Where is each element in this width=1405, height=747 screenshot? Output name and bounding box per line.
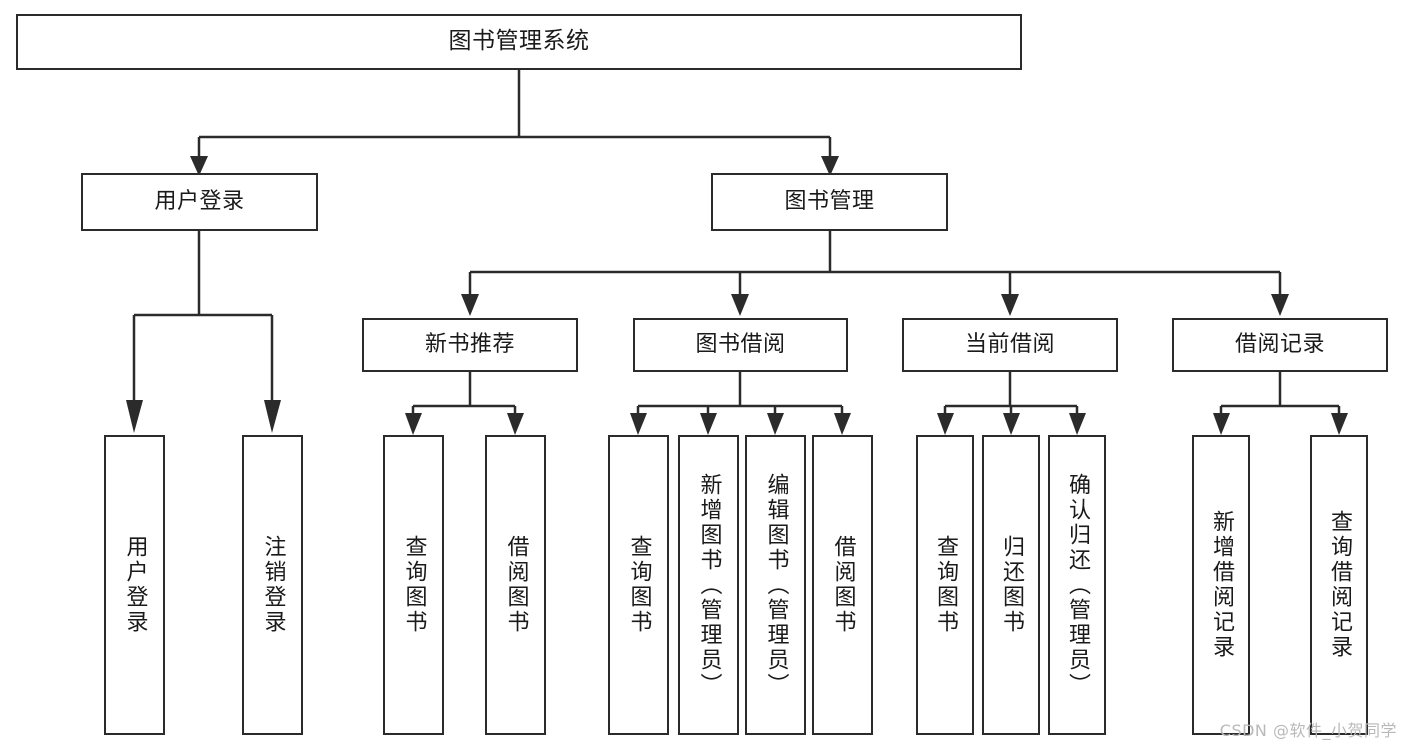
node-label: 查询图书 [626, 535, 652, 635]
node-current-borrow[interactable]: 当前借阅 [902, 318, 1118, 372]
node-label: 借阅记录 [1234, 332, 1325, 358]
node-label: 图书管理 [784, 189, 875, 215]
node-label: 查询图书 [933, 535, 958, 635]
node-label: 当前借阅 [964, 332, 1055, 358]
node-label: 借阅图书 [830, 535, 856, 635]
node-label: 确认归还（管理员） [1065, 472, 1090, 698]
node-root-system[interactable]: 图书管理系统 [16, 14, 1022, 70]
node-label: 借阅图书 [503, 535, 529, 635]
node-borrow-records[interactable]: 借阅记录 [1172, 318, 1388, 372]
node-book-borrow[interactable]: 图书借阅 [633, 318, 848, 372]
leaf-confirm-return-admin[interactable]: 确认归还（管理员） [1048, 435, 1106, 735]
leaf-return-book[interactable]: 归还图书 [982, 435, 1040, 735]
node-book-management[interactable]: 图书管理 [711, 173, 948, 231]
leaf-query-borrow-record[interactable]: 查询借阅记录 [1310, 435, 1368, 735]
node-label: 注销登录 [260, 535, 286, 635]
node-label: 新增图书（管理员） [696, 472, 722, 698]
node-new-book-recommend[interactable]: 新书推荐 [362, 318, 578, 372]
node-label: 归还图书 [999, 535, 1024, 635]
leaf-query-book-new[interactable]: 查询图书 [383, 435, 444, 735]
node-label: 查询图书 [401, 535, 427, 635]
leaf-user-login[interactable]: 用户登录 [104, 435, 165, 735]
node-label: 新增借阅记录 [1209, 510, 1234, 660]
node-label: 用户登录 [122, 535, 148, 635]
node-label: 图书借阅 [695, 332, 786, 358]
leaf-edit-book-admin[interactable]: 编辑图书（管理员） [745, 435, 806, 735]
leaf-add-borrow-record[interactable]: 新增借阅记录 [1192, 435, 1250, 735]
leaf-borrow-book[interactable]: 借阅图书 [812, 435, 873, 735]
leaf-add-book-admin[interactable]: 新增图书（管理员） [678, 435, 739, 735]
leaf-query-book-borrow[interactable]: 查询图书 [608, 435, 669, 735]
node-label: 编辑图书（管理员） [763, 472, 789, 698]
node-label: 查询借阅记录 [1327, 510, 1352, 660]
node-label: 图书管理系统 [448, 28, 590, 55]
leaf-query-book-current[interactable]: 查询图书 [916, 435, 974, 735]
leaf-logout[interactable]: 注销登录 [242, 435, 303, 735]
node-label: 新书推荐 [424, 332, 515, 358]
node-label: 用户登录 [154, 189, 245, 215]
leaf-borrow-book-new[interactable]: 借阅图书 [485, 435, 546, 735]
node-user-login[interactable]: 用户登录 [81, 173, 318, 231]
